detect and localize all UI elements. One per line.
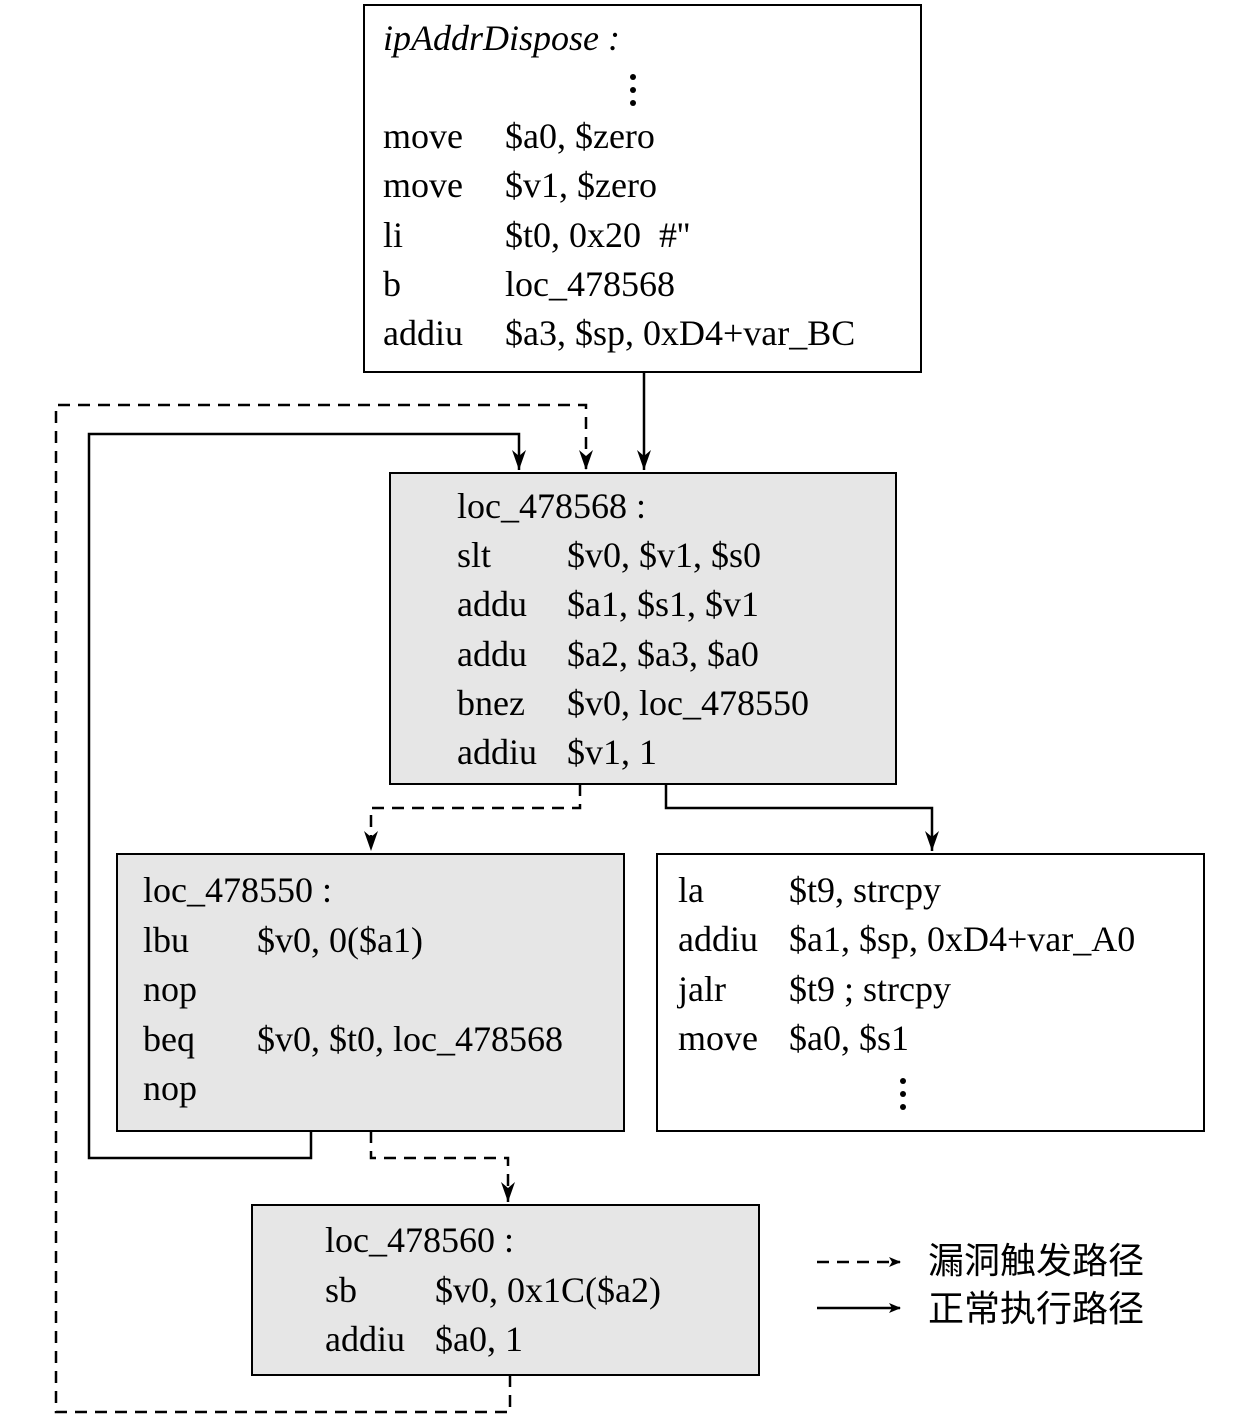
instruction-mnemonic: beq [143, 1018, 195, 1059]
vertical-ellipsis-icon [898, 1078, 908, 1117]
instruction-operands: $t0, 0x20 #'' [505, 214, 690, 255]
instruction-operands: $a1, $s1, $v1 [567, 584, 759, 625]
legend-solid-label: 正常执行路径 [928, 1289, 1145, 1330]
instruction-mnemonic: addiu [383, 313, 463, 354]
instruction-operands: $v0, 0($a1) [257, 920, 423, 960]
instruction-operands: $v0, 0x1C($a2) [435, 1270, 661, 1310]
instruction-mnemonic: addu [457, 584, 527, 625]
instruction-operands: $a0, $s1 [789, 1017, 909, 1058]
instruction-mnemonic: nop [143, 969, 197, 1010]
instruction-operands: loc_478568 [505, 263, 675, 304]
legend-dashed-label: 漏洞触发路径 [928, 1241, 1145, 1282]
edge-loc-478550-to-loc-478560 [369, 1131, 515, 1202]
block-strcpy [656, 853, 1205, 1132]
instruction-mnemonic: nop [143, 1067, 197, 1108]
instruction-operands: $v0, $v1, $s0 [567, 535, 762, 575]
vertical-ellipsis-icon [628, 74, 638, 113]
block-loc-478560 [251, 1204, 760, 1376]
instruction-operands: $v0, loc_478550 [567, 682, 809, 723]
instruction-mnemonic: lbu [143, 920, 190, 960]
instruction-mnemonic: la [678, 870, 704, 910]
instruction-operands: $a2, $a3, $a0 [567, 633, 759, 674]
instruction-mnemonic: addiu [325, 1319, 405, 1360]
instruction-mnemonic: move [678, 1017, 758, 1058]
instruction-mnemonic: sb [325, 1270, 358, 1310]
block-loc-478550 [116, 853, 625, 1132]
instruction-operands: $a1, $sp, 0xD4+var_A0 [789, 919, 1136, 960]
instruction-mnemonic: addu [457, 633, 527, 674]
instruction-mnemonic: li [383, 214, 404, 255]
instruction-operands: $v1, 1 [567, 732, 657, 773]
instruction-operands: $t9, strcpy [789, 870, 941, 910]
edge-loc-478568-to-strcpy-block [664, 784, 939, 851]
instruction-operands: $t9 ; strcpy [789, 968, 951, 1009]
block-label-ipaddrdispose: ipAddrDispose : [383, 18, 620, 58]
instruction-mnemonic: move [383, 116, 463, 156]
instruction-operands: $v1, $zero [505, 165, 657, 206]
instruction-mnemonic: addiu [678, 919, 758, 960]
block-loc-478568 [389, 472, 897, 785]
instruction-operands: $a3, $sp, 0xD4+var_BC [505, 313, 856, 354]
instruction-mnemonic: move [383, 165, 463, 206]
edge-loc-478568-to-loc-478550 [364, 784, 582, 851]
instruction-mnemonic: addiu [457, 732, 537, 773]
instruction-mnemonic: jalr [678, 968, 726, 1009]
block-label-loc-478568: loc_478568 : [457, 486, 646, 526]
block-label-loc-478550: loc_478550 : [143, 870, 332, 910]
block-ipaddrdispose [363, 4, 922, 373]
instruction-mnemonic: slt [457, 535, 492, 575]
instruction-operands: $v0, $t0, loc_478568 [257, 1018, 563, 1059]
edge-loc-478560-loop-to-loc-478568 [54, 403, 593, 1414]
instruction-mnemonic: b [383, 263, 401, 304]
instruction-mnemonic: bnez [457, 682, 525, 723]
edge-loc-478550-loop-to-loc-478568 [87, 432, 526, 1160]
block-label-loc-478560: loc_478560 : [325, 1220, 514, 1260]
instruction-operands: $a0, $zero [505, 116, 655, 156]
instruction-operands: $a0, 1 [435, 1319, 523, 1360]
